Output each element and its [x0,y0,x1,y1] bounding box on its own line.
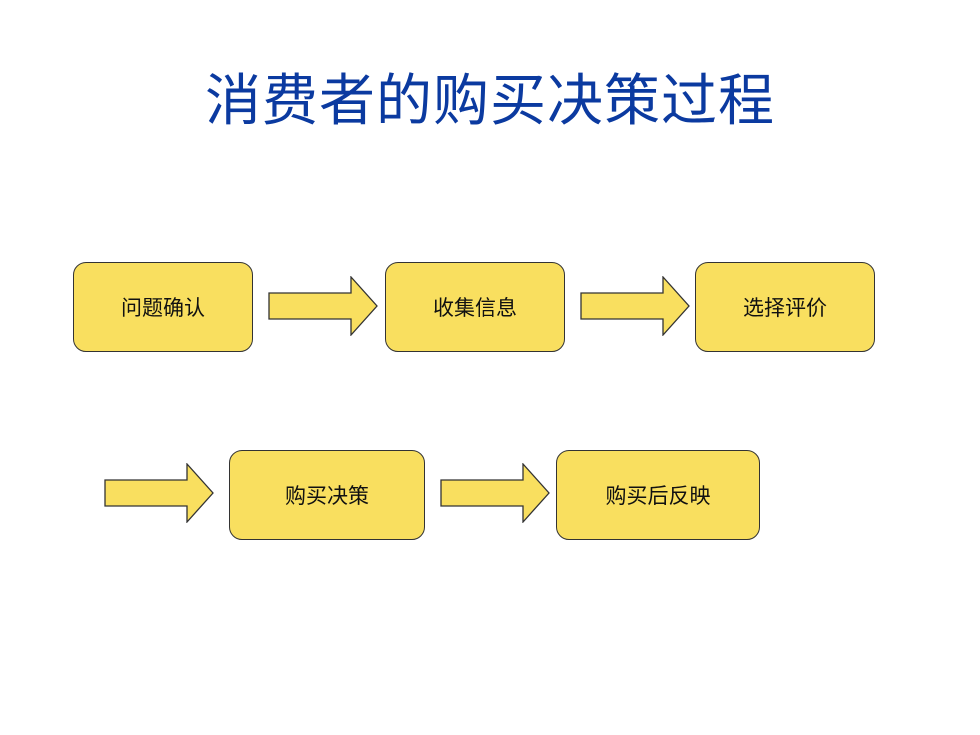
arrow-right-icon [440,463,550,523]
step-purchase-decision: 购买决策 [229,450,425,540]
arrow-right-icon [104,463,214,523]
step-information-search: 收集信息 [385,262,565,352]
step-post-purchase-behavior: 购买后反映 [556,450,760,540]
step-problem-recognition: 问题确认 [73,262,253,352]
slide-title: 消费者的购买决策过程 [205,69,775,134]
arrow-right-icon [580,276,690,336]
step-evaluation-of-alternatives: 选择评价 [695,262,875,352]
arrow-right-icon [268,276,378,336]
